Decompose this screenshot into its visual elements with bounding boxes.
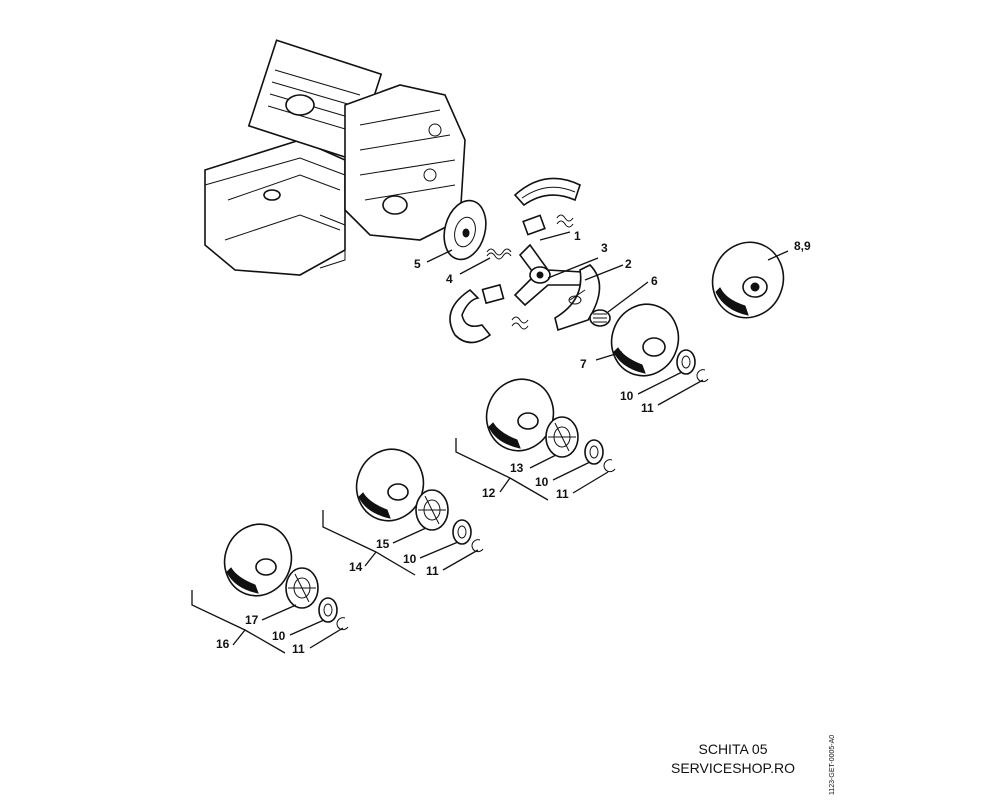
- clutch-drum-8-9: [711, 241, 785, 319]
- callout-7: 7: [580, 357, 587, 371]
- sprocket-15: [415, 489, 449, 531]
- callout-2: 2: [625, 257, 632, 271]
- washer-10d: [318, 597, 338, 623]
- callout-17: 17: [245, 613, 259, 627]
- leader-lines: [191, 231, 789, 654]
- engine-housing: [204, 39, 466, 276]
- site-name: SERVICESHOP.RO: [671, 760, 795, 776]
- diagram-title: SCHITA 05: [698, 741, 768, 757]
- callout-11-drum15: 11: [426, 564, 439, 578]
- callout-10-drum15: 10: [403, 552, 417, 566]
- spring-lower: [511, 316, 529, 330]
- callout-6: 6: [651, 274, 658, 288]
- clutch-drum-15: [355, 448, 425, 522]
- spring-upper: [556, 214, 574, 228]
- washer-10c: [452, 519, 472, 545]
- clutch-shoe-upper: [513, 177, 581, 207]
- callout-3: 3: [601, 241, 608, 255]
- washer-10b: [584, 439, 604, 465]
- callout-16: 16: [216, 637, 230, 651]
- e-clip-11d: [336, 617, 349, 631]
- sprocket-17: [285, 567, 319, 609]
- callout-11-drum13: 11: [556, 487, 569, 501]
- shoe-insert-left: [481, 283, 505, 305]
- callout-8-9: 8,9: [794, 239, 811, 253]
- clutch-drum-7: [610, 303, 680, 377]
- callout-4: 4: [446, 272, 453, 286]
- callout-11-drum17: 11: [292, 642, 305, 656]
- sprocket-13: [545, 416, 579, 458]
- callout-13: 13: [510, 461, 524, 475]
- clutch-shoe-left: [449, 288, 492, 344]
- needle-cage-6: [589, 309, 611, 327]
- washer-10a: [676, 349, 696, 375]
- spring-4: [486, 248, 512, 260]
- clutch-carrier-3: [513, 243, 583, 307]
- callout-11-drum7: 11: [641, 401, 654, 415]
- e-clip-11c: [471, 539, 484, 553]
- clutch-shoe-2: [554, 264, 601, 332]
- clutch-drum-13: [485, 378, 555, 452]
- e-clip-11a: [696, 369, 709, 383]
- document-id: 1123-GET-0005-A0: [829, 734, 836, 795]
- callout-15: 15: [376, 537, 390, 551]
- callout-5: 5: [414, 257, 421, 271]
- callout-10-drum17: 10: [272, 629, 286, 643]
- clutch-plate-5: [443, 199, 487, 261]
- clutch-drum-17: [223, 523, 293, 597]
- callout-14: 14: [349, 560, 363, 574]
- callout-12: 12: [482, 486, 496, 500]
- callout-1: 1: [574, 229, 581, 243]
- callout-10-drum13: 10: [535, 475, 549, 489]
- callout-10-drum7: 10: [620, 389, 634, 403]
- shoe-insert-upper: [522, 214, 546, 236]
- e-clip-11b: [603, 459, 616, 473]
